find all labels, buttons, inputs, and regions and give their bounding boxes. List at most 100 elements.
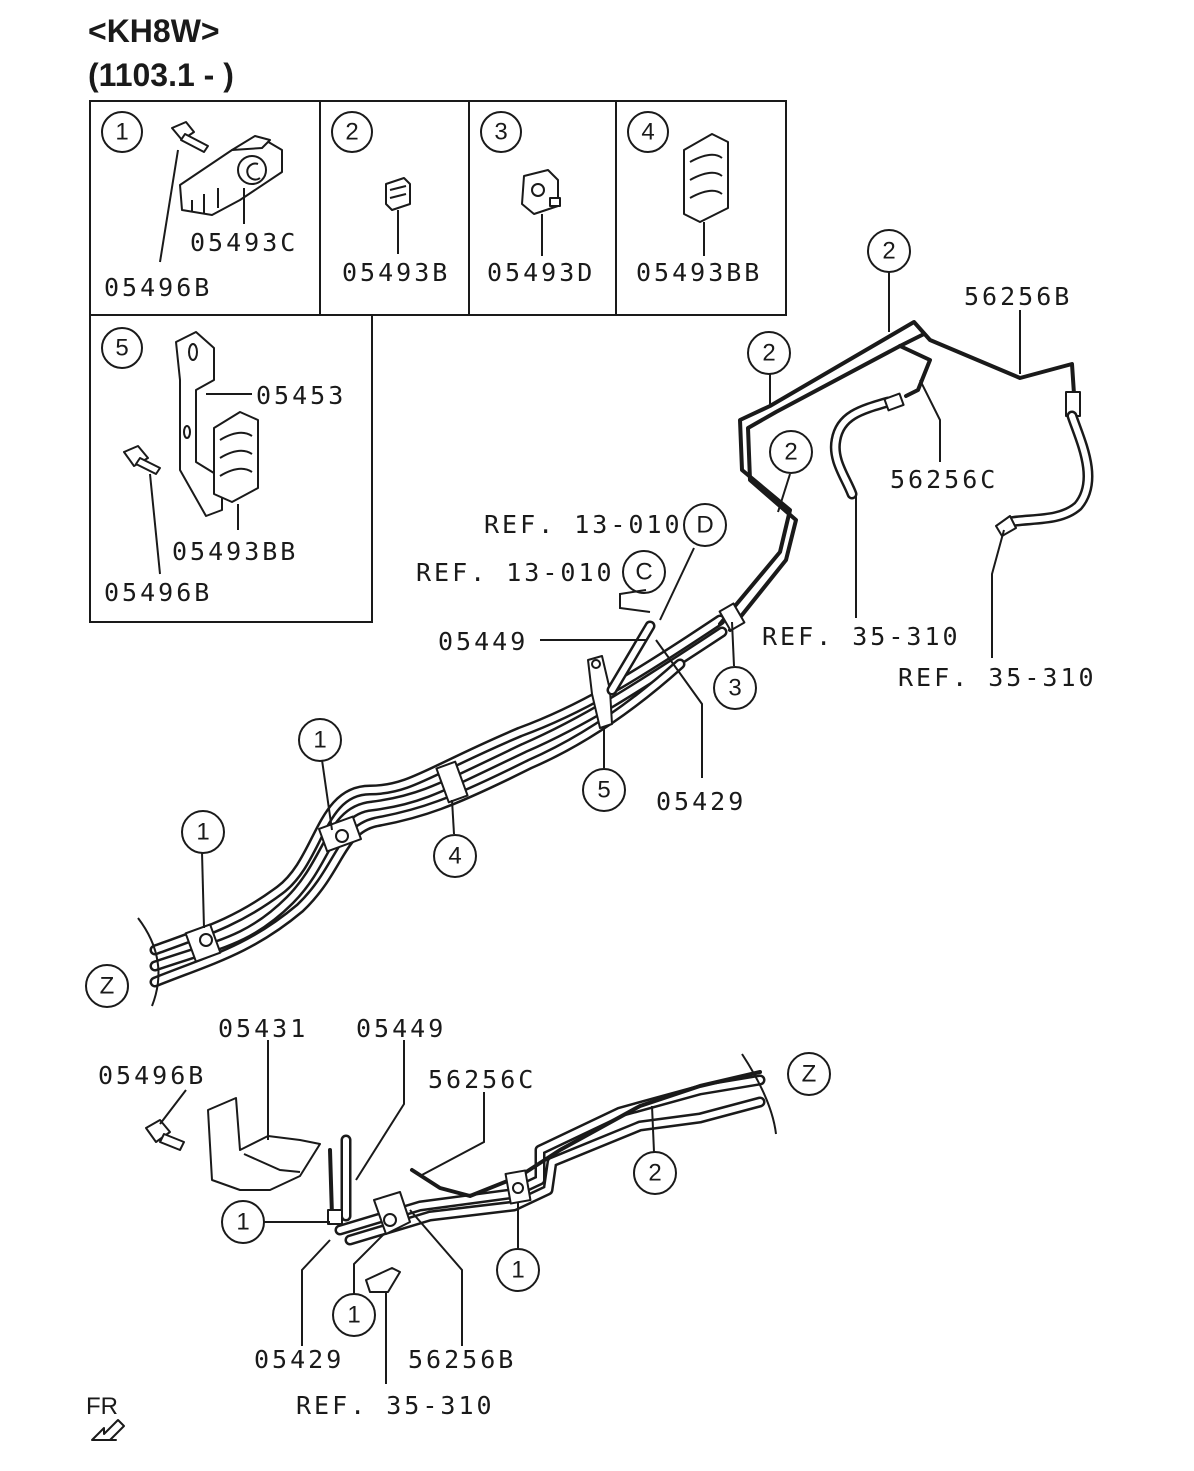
upper-leader-lines [201, 272, 1021, 929]
clip-05493b-icon [385, 177, 411, 211]
bracket-05431 [207, 1097, 321, 1191]
svg-text:2: 2 [784, 439, 797, 466]
clip-05493bb-icon-box5 [213, 411, 259, 503]
callout-lower-1-left[interactable]: 1 [221, 1200, 265, 1244]
svg-text:2: 2 [762, 340, 775, 367]
callout-upper-4[interactable]: 4 [433, 834, 477, 878]
svg-text:Z: Z [802, 1061, 817, 1088]
clip-upper-4 [435, 760, 469, 804]
callout-lower-1-right[interactable]: 1 [496, 1248, 540, 1292]
upper-brake-line-assembly: 2 2 2 3 5 4 1 1 [85, 229, 1097, 1008]
legend-callout-1 [101, 111, 143, 153]
callout-upper-2-mid[interactable]: 2 [747, 331, 791, 375]
legend-panel [89, 100, 787, 623]
bracket-lower-bottom [365, 1267, 401, 1293]
section-mark-z-upper[interactable]: Z [85, 964, 129, 1008]
flex-hose-left [829, 392, 905, 500]
clip-lower-1-left [327, 1209, 343, 1225]
label-05493b: 05493B [342, 258, 450, 287]
front-direction-indicator: FR [86, 1393, 125, 1441]
label-56256b-upper: 56256B [964, 282, 1072, 311]
label-56256c-upper: 56256C [890, 465, 998, 494]
label-05453: 05453 [256, 381, 346, 410]
svg-text:D: D [696, 512, 713, 539]
legend-box-5[interactable]: 5 05453 05493BB 05496B [101, 327, 346, 607]
svg-text:2: 2 [648, 1160, 661, 1187]
svg-text:3: 3 [728, 675, 741, 702]
svg-text:1: 1 [313, 727, 326, 754]
section-mark-c[interactable]: C [622, 550, 666, 594]
legend-number-3: 3 [494, 119, 507, 146]
bolt-05496b-icon [171, 121, 209, 153]
legend-callout-3 [480, 111, 522, 153]
label-05493bb-box5: 05493BB [172, 537, 298, 566]
legend-number-4: 4 [641, 119, 654, 146]
section-mark-d[interactable]: D [683, 503, 727, 547]
clip-upper-5 [587, 655, 613, 729]
bolt-05496b-icon-box5 [123, 445, 161, 475]
label-05496b-box5: 05496B [104, 578, 212, 607]
label-05496b-lower: 05496B [98, 1061, 206, 1090]
legend-box-4[interactable]: 4 05493BB [627, 111, 762, 287]
fr-label: FR [86, 1393, 118, 1420]
legend-callout-4 [627, 111, 669, 153]
legend-number-2: 2 [345, 119, 358, 146]
clip-05493bb-icon [683, 133, 729, 223]
label-05493c: 05493C [190, 228, 298, 257]
lower-leader-lines [159, 1040, 655, 1384]
section-break-lower [741, 1053, 777, 1135]
label-05493d: 05493D [487, 258, 595, 287]
svg-text:1: 1 [347, 1302, 360, 1329]
label-ref-35-310-b: REF. 35-310 [898, 663, 1097, 692]
rear-right-tube-branch [718, 320, 1076, 632]
clip-upper-3 [718, 602, 746, 632]
svg-text:C: C [635, 559, 652, 586]
bolt-05496b-lower [145, 1119, 185, 1151]
junction-block-lower [373, 1191, 411, 1235]
date-range: (1103.1 - ) [88, 57, 234, 93]
callout-upper-5[interactable]: 5 [582, 768, 626, 812]
label-05449-lower: 05449 [356, 1014, 446, 1043]
callout-upper-2-top[interactable]: 2 [867, 229, 911, 273]
label-05431: 05431 [218, 1014, 308, 1043]
lower-brake-line-assembly: 2 1 1 1 Z 05431 05449 05496B 56256C 0542… [98, 1014, 831, 1420]
svg-text:Z: Z [100, 973, 115, 1000]
callout-lower-1-bottom[interactable]: 1 [332, 1293, 376, 1337]
label-ref-13-010-c: REF. 13-010 [416, 558, 615, 587]
legend-box-1[interactable]: 1 05493C 05496B [101, 111, 298, 302]
clip-upper-1a [184, 923, 222, 963]
legend-number-5: 5 [115, 335, 128, 362]
label-ref-13-010-d: REF. 13-010 [484, 510, 683, 539]
callout-upper-2-low[interactable]: 2 [769, 430, 813, 474]
label-05429-upper: 05429 [656, 787, 746, 816]
legend-box-2[interactable]: 2 05493B [331, 111, 450, 287]
callout-upper-3[interactable]: 3 [713, 666, 757, 710]
callout-upper-1a[interactable]: 1 [298, 718, 342, 762]
clip-upper-1b [317, 815, 363, 853]
clip-lower-1-right [504, 1169, 532, 1205]
model-code: <KH8W> [88, 13, 220, 49]
svg-text:5: 5 [597, 777, 610, 804]
bracket-05453-icon [175, 331, 223, 517]
legend-box-3[interactable]: 3 05493D [480, 111, 595, 287]
label-ref-35-310-a: REF. 35-310 [762, 622, 961, 651]
callout-lower-2[interactable]: 2 [633, 1151, 677, 1195]
flex-hose-right [995, 391, 1094, 537]
label-56256c-lower: 56256C [428, 1065, 536, 1094]
label-05496b: 05496B [104, 273, 212, 302]
legend-callout-2 [331, 111, 373, 153]
lower-tube-bundle [328, 1070, 766, 1246]
section-mark-z-lower[interactable]: Z [787, 1052, 831, 1096]
label-05493bb: 05493BB [636, 258, 762, 287]
label-05449-upper: 05449 [438, 627, 528, 656]
label-ref-35-310-lower: REF. 35-310 [296, 1391, 495, 1420]
section-break-upper [137, 917, 160, 1007]
callout-upper-1b[interactable]: 1 [181, 810, 225, 854]
clip-05493c-icon [179, 135, 283, 216]
front-arrow-icon [91, 1419, 125, 1441]
svg-text:1: 1 [196, 819, 209, 846]
label-56256b-lower: 56256B [408, 1345, 516, 1374]
svg-text:1: 1 [236, 1209, 249, 1236]
